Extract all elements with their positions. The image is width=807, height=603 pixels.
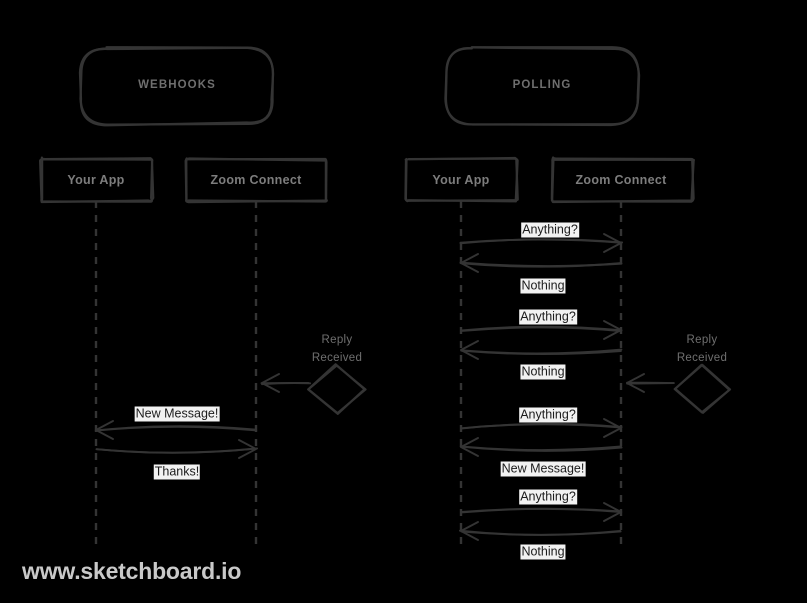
message-polling-nothing-2-line [460,349,622,356]
message-polling-new-message-head [460,437,479,457]
message-polling-nothing-2-head [460,340,479,360]
note-diamond-webhooks-reply-received [307,364,367,415]
message-webhooks-new-message-head [95,420,114,440]
participant-box-webhooks-zoom-connect [185,157,328,203]
participant-box-polling-your-app [404,157,519,202]
note-diamond-polling-reply-received [673,363,732,414]
note-diamond-polling-reply-received [674,363,731,414]
message-polling-anything-3-head [603,418,622,438]
note-arrow-webhooks-reply-received-line [261,382,312,386]
message-polling-anything-3-line [460,422,623,430]
message-polling-nothing-3-line [458,529,622,536]
participant-box-webhooks-zoom-connect [184,157,328,204]
message-polling-nothing-1-line [459,261,623,267]
lifeline-shapes [94,201,623,547]
message-polling-anything-2-head [603,320,622,340]
participant-box-polling-zoom-connect [550,156,695,204]
participant-box-webhooks-your-app [40,156,155,204]
note-shapes [260,363,732,415]
message-webhooks-thanks-line [95,447,259,454]
note-diamond-webhooks-reply-received [307,363,366,415]
section-box-webhooks [78,46,275,127]
note-arrow-polling-reply-received-head [626,373,645,393]
message-polling-new-message-line [460,445,623,452]
message-polling-nothing-1-head [460,253,479,273]
message-arrows [94,233,624,541]
message-polling-anything-4-head [603,502,622,522]
message-polling-nothing-3-head [460,521,479,541]
section-box-webhooks [79,46,274,126]
message-webhooks-thanks-head [238,439,257,459]
section-box-polling [444,46,640,126]
participant-shapes [39,156,695,204]
message-polling-anything-1-head [603,233,622,253]
participant-box-polling-zoom-connect [550,157,695,203]
message-webhooks-new-message-line [94,425,257,432]
message-polling-anything-2-line [460,326,622,332]
note-arrow-webhooks-reply-received-head [261,373,280,393]
participant-box-webhooks-your-app [39,157,154,203]
participant-box-polling-your-app [404,156,519,203]
section-shapes [78,46,641,127]
message-polling-anything-4-line [460,507,622,513]
message-polling-anything-1-line [459,238,624,245]
note-arrow-polling-reply-received-line [626,382,675,385]
section-box-polling [444,46,641,127]
